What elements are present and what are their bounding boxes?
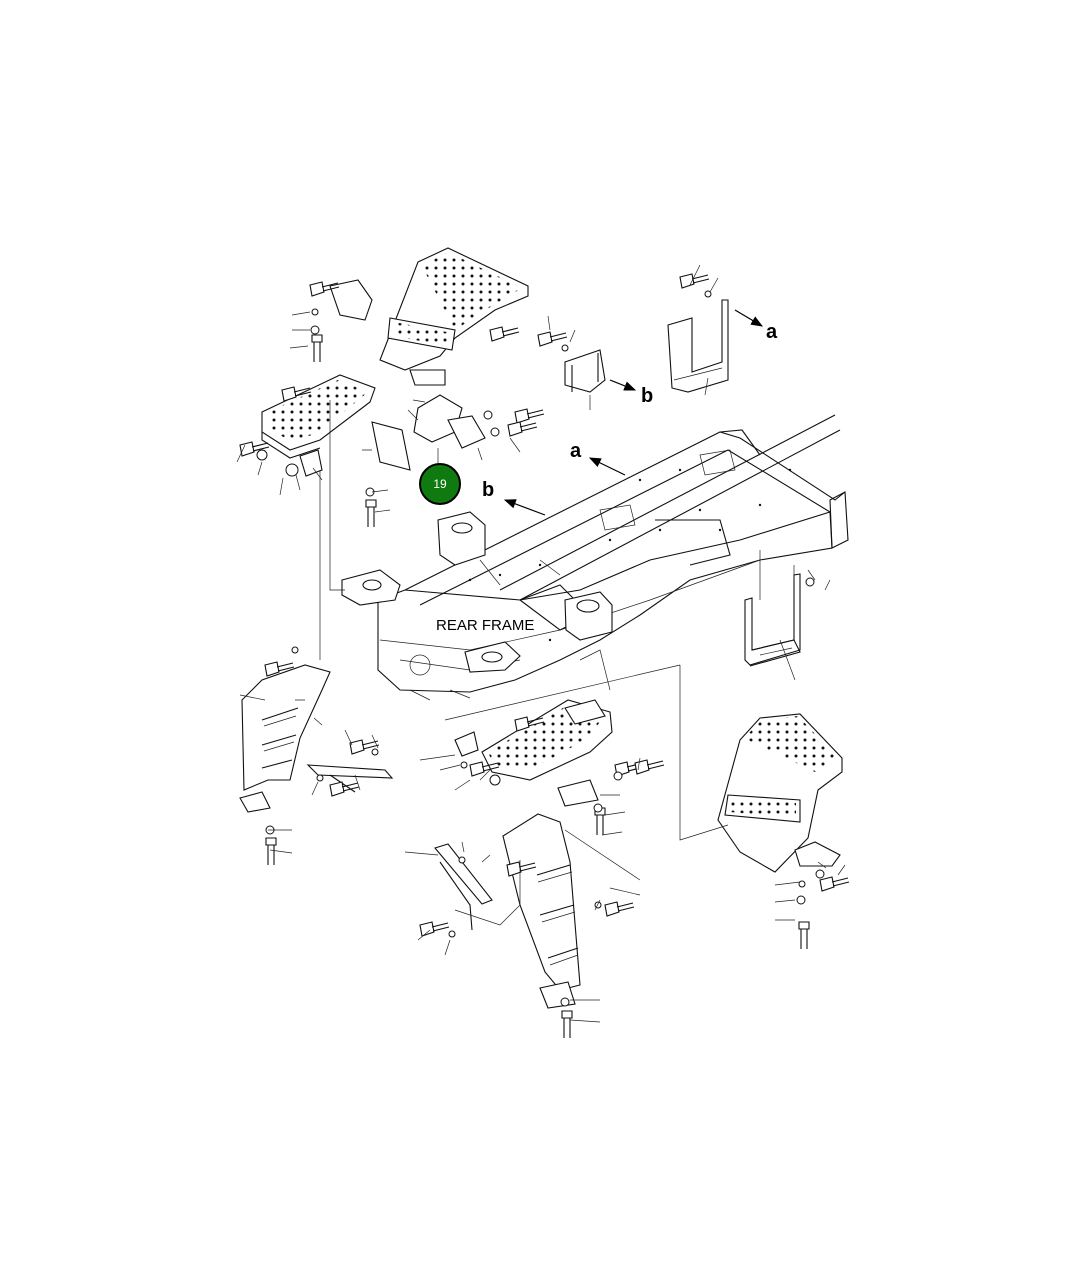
reference-label-a-upper: a (766, 321, 778, 343)
upper-right-step-brackets (564, 299, 729, 393)
right-step-ladder (744, 550, 801, 667)
rear-frame (341, 414, 849, 701)
rear-frame-label: REAR FRAME (436, 617, 534, 634)
callout-19[interactable]: 19 (419, 448, 461, 505)
center-lower-platform (454, 699, 613, 807)
reference-label-b-frame: b (482, 479, 494, 501)
reference-arrows (503, 309, 764, 516)
callout-number: 19 (433, 477, 447, 491)
callout-balloon[interactable] (419, 463, 461, 505)
left-ladder (239, 664, 394, 813)
reference-label-a-frame: a (570, 440, 582, 462)
leader-lines (236, 264, 846, 1023)
right-step-box (717, 713, 843, 873)
bottom-center-ladder (434, 813, 581, 1009)
reference-label-b-upper: b (641, 385, 653, 407)
upper-step-assembly (261, 247, 529, 477)
